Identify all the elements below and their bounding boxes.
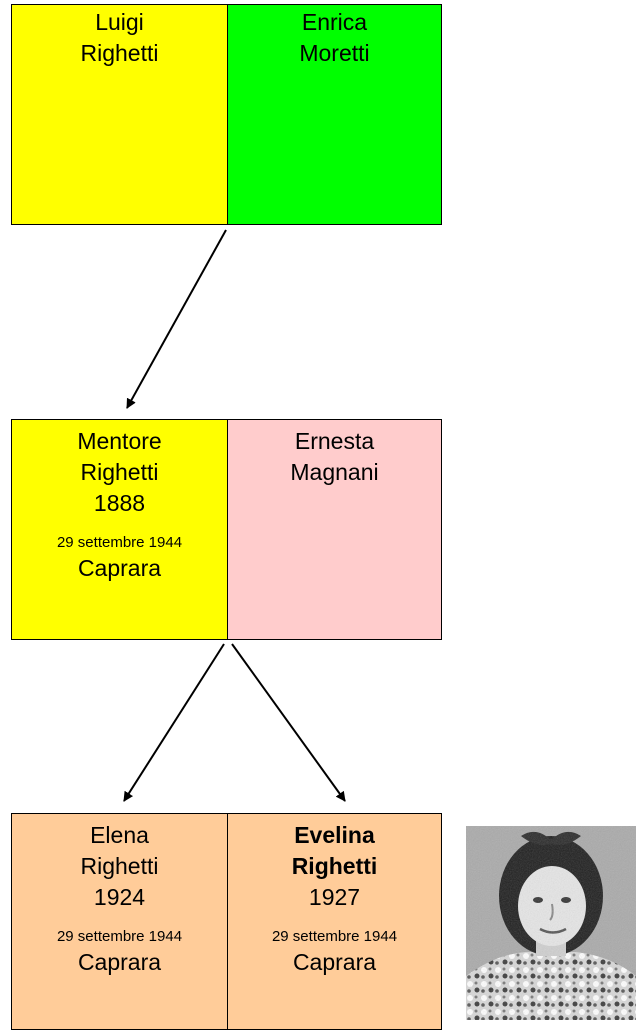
person-death-place: Caprara	[292, 949, 377, 975]
person-birth-year: 1924	[93, 884, 146, 910]
person-death-date: 29 settembre 1944	[271, 928, 398, 945]
arrow-to-elena	[123, 643, 225, 802]
person-death-date: 29 settembre 1944	[56, 534, 183, 551]
person-death-date: 29 settembre 1944	[56, 928, 183, 945]
person-birth-year: 1927	[308, 884, 361, 910]
person-first-name: Evelina	[294, 822, 375, 848]
person-box-elena-righetti: Elena Righetti 1924 29 settembre 1944 Ca…	[11, 813, 228, 1030]
person-birth-year: 1888	[93, 490, 146, 516]
person-box-enrica-moretti: Enrica Moretti	[227, 4, 442, 225]
person-death-place: Caprara	[77, 949, 162, 975]
person-box-luigi-righetti: Luigi Righetti	[11, 4, 228, 225]
person-last-name: Righetti	[80, 853, 159, 879]
person-first-name: Ernesta	[294, 428, 375, 454]
person-first-name: Luigi	[95, 9, 144, 35]
person-last-name: Righetti	[80, 40, 159, 66]
person-first-name: Enrica	[301, 9, 368, 35]
person-last-name: Righetti	[80, 459, 159, 485]
arrow-gen1-to-mentore	[126, 229, 227, 409]
person-box-evelina-righetti: Evelina Righetti 1927 29 settembre 1944 …	[227, 813, 442, 1030]
arrow-to-evelina	[231, 643, 346, 802]
person-box-mentore-righetti: Mentore Righetti 1888 29 settembre 1944 …	[11, 419, 228, 640]
person-last-name: Righetti	[291, 853, 378, 879]
person-box-ernesta-magnani: Ernesta Magnani	[227, 419, 442, 640]
person-death-place: Caprara	[77, 555, 162, 581]
person-first-name: Mentore	[77, 428, 162, 454]
portrait-photo	[466, 826, 636, 1020]
person-first-name: Elena	[90, 822, 149, 848]
person-last-name: Magnani	[290, 459, 379, 485]
person-last-name: Moretti	[299, 40, 370, 66]
portrait-image	[466, 826, 636, 1020]
